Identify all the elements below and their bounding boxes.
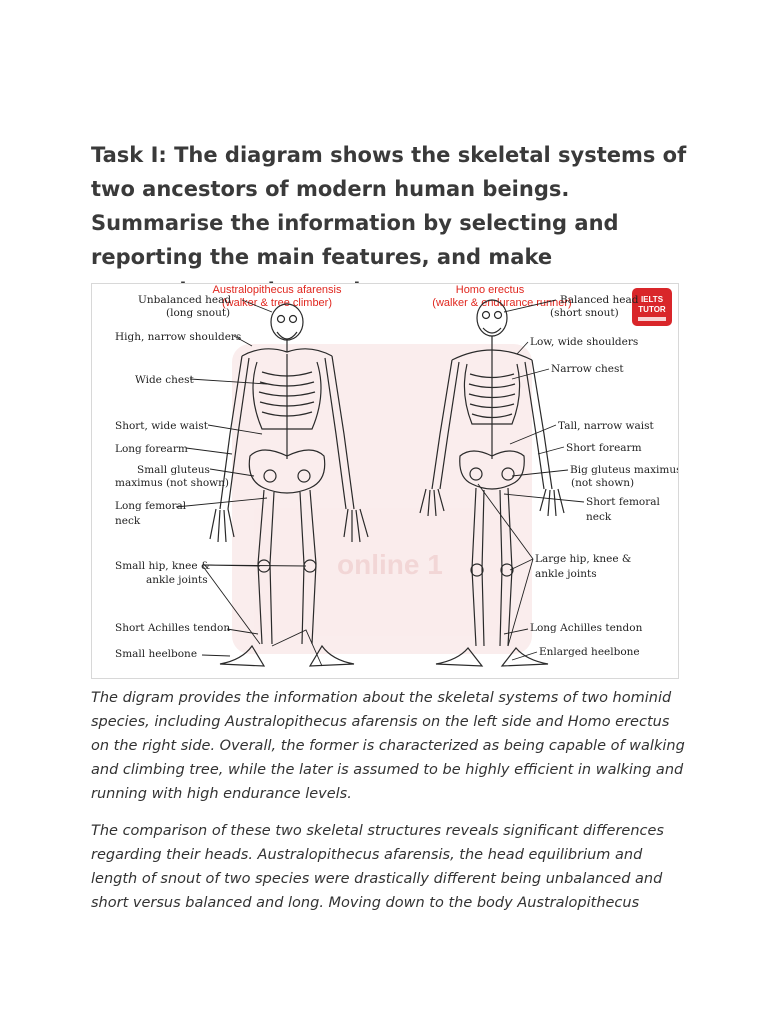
label-long-achilles: Long Achilles tendon [530, 622, 643, 634]
left-labels: Unbalanced head (long snout) High, narro… [115, 294, 323, 667]
label-long-forearm: Long forearm [115, 443, 188, 455]
label-maximus-not-shown: maximus (not shown) [115, 477, 229, 489]
label-big-gluteus: Big gluteus maximus [570, 464, 678, 476]
left-species-subtitle: (walker & tree climber) [222, 297, 332, 309]
label-short-achilles: Short Achilles tendon [115, 622, 230, 634]
skeleton-diagram: online 1 IELTS TUTOR Australopithecus af… [91, 283, 679, 679]
skeleton-diagram-svg: online 1 IELTS TUTOR Australopithecus af… [115, 284, 678, 667]
label-small-heelbone: Small heelbone [115, 648, 197, 660]
label-short-forearm: Short forearm [566, 442, 642, 454]
label-balanced-head: Balanced head [560, 294, 639, 306]
paragraph-overview: The digram provides the information abou… [91, 690, 685, 802]
label-narrow-chest: Narrow chest [551, 363, 624, 375]
left-species-title: Australopithecus afarensis [212, 284, 342, 296]
label-neck-left: neck [115, 515, 141, 527]
label-ankle-joints-right: ankle joints [535, 568, 597, 580]
watermark: online 1 [232, 344, 532, 654]
label-short-wide-waist: Short, wide waist [115, 420, 209, 432]
right-skeleton [419, 299, 565, 667]
label-unbalanced-head: Unbalanced head [138, 294, 231, 306]
watermark-text: online 1 [337, 549, 443, 580]
label-small-hip-knee: Small hip, knee & [115, 560, 210, 572]
ielts-tutor-logo: IELTS TUTOR [632, 288, 672, 326]
label-short-femoral: Short femoral [586, 496, 661, 508]
label-short-snout: (short snout) [550, 307, 619, 319]
label-long-snout: (long snout) [166, 307, 230, 319]
right-species-title: Homo erectus [456, 284, 525, 296]
label-small-gluteus: Small gluteus [137, 464, 210, 476]
label-long-femoral: Long femoral [115, 500, 187, 512]
label-ankle-joints-left: ankle joints [146, 574, 208, 586]
label-enlarged-heelbone: Enlarged heelbone [539, 646, 640, 658]
label-low-wide-shoulders: Low, wide shoulders [530, 336, 638, 348]
label-neck-right: neck [586, 511, 612, 523]
svg-text:TUTOR: TUTOR [638, 305, 666, 314]
paragraph-comparison: The comparison of these two skeletal str… [91, 823, 664, 911]
label-wide-chest: Wide chest [135, 374, 194, 386]
label-high-narrow-shoulders: High, narrow shoulders [115, 331, 241, 343]
label-tall-narrow-waist: Tall, narrow waist [558, 420, 655, 432]
svg-text:IELTS: IELTS [641, 295, 664, 304]
right-species-subtitle: (walker & endurance runner) [432, 297, 571, 309]
label-not-shown: (not shown) [571, 477, 634, 489]
right-labels: Balanced head (short snout) Low, wide sh… [477, 294, 678, 661]
label-large-hip-knee: Large hip, knee & [535, 553, 631, 565]
